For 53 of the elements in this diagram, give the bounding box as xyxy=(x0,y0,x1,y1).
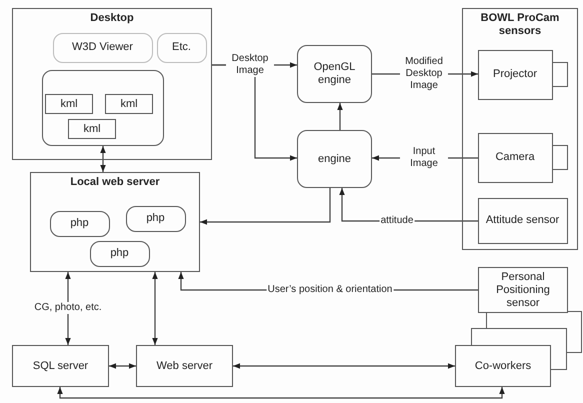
edge-label: Desktop Image xyxy=(226,53,274,77)
rounded-box xyxy=(297,130,372,188)
node-label: Co-workers xyxy=(474,360,532,372)
arrow xyxy=(109,363,136,369)
node-label: php xyxy=(110,247,129,260)
edge-label: Input Image xyxy=(400,146,448,170)
process-box xyxy=(68,119,116,139)
node-label: Etc. xyxy=(172,41,191,54)
node-label: W3D Viewer xyxy=(72,41,133,54)
edge-label: Modified Desktop Image xyxy=(400,56,448,92)
arrow xyxy=(57,387,505,399)
arrow xyxy=(337,103,343,130)
process-box xyxy=(136,345,233,387)
arrow xyxy=(100,146,106,172)
box-shape xyxy=(42,70,164,146)
process-box xyxy=(478,132,552,182)
group-title: BOWL ProCam sensors xyxy=(480,12,560,38)
rounded-box xyxy=(50,210,110,236)
edge-label: CG, photo, etc. xyxy=(33,302,103,314)
group-frame xyxy=(12,8,212,160)
process-box xyxy=(45,94,93,114)
process-box xyxy=(12,345,109,387)
node-label: kml xyxy=(60,98,78,110)
arrow xyxy=(200,188,331,225)
arrow xyxy=(152,272,158,345)
node-label: Attitude sensor xyxy=(486,214,560,227)
rounded-box xyxy=(297,45,372,103)
process-box xyxy=(478,267,568,313)
process-box xyxy=(478,50,552,100)
node-label: kml xyxy=(83,122,101,136)
node-label: php xyxy=(70,217,89,230)
group-frame xyxy=(462,8,578,250)
node-label: kml xyxy=(120,98,138,110)
node-label: SQL server xyxy=(32,360,88,372)
node-label: engine xyxy=(318,152,352,166)
node-label: Personal Positioning sensor xyxy=(495,270,551,310)
group-title: Local web server xyxy=(70,176,160,189)
process-box xyxy=(105,94,153,114)
node-label: Projector xyxy=(492,68,538,81)
process-box xyxy=(478,198,568,244)
process-box xyxy=(455,345,551,387)
rounded-box xyxy=(52,32,152,62)
group-frame xyxy=(30,172,200,272)
arrow xyxy=(233,363,455,369)
node-label: php xyxy=(146,212,165,225)
rounded-box xyxy=(90,240,150,266)
rounded-box xyxy=(156,32,206,62)
rounded-box xyxy=(126,206,186,232)
node-label: Web server xyxy=(156,360,213,372)
group-title: Desktop xyxy=(90,12,134,25)
node-label: Camera xyxy=(495,151,535,164)
edge-label: User’s position & orientation xyxy=(266,284,394,296)
node-label: OpenGL engine xyxy=(312,61,356,87)
